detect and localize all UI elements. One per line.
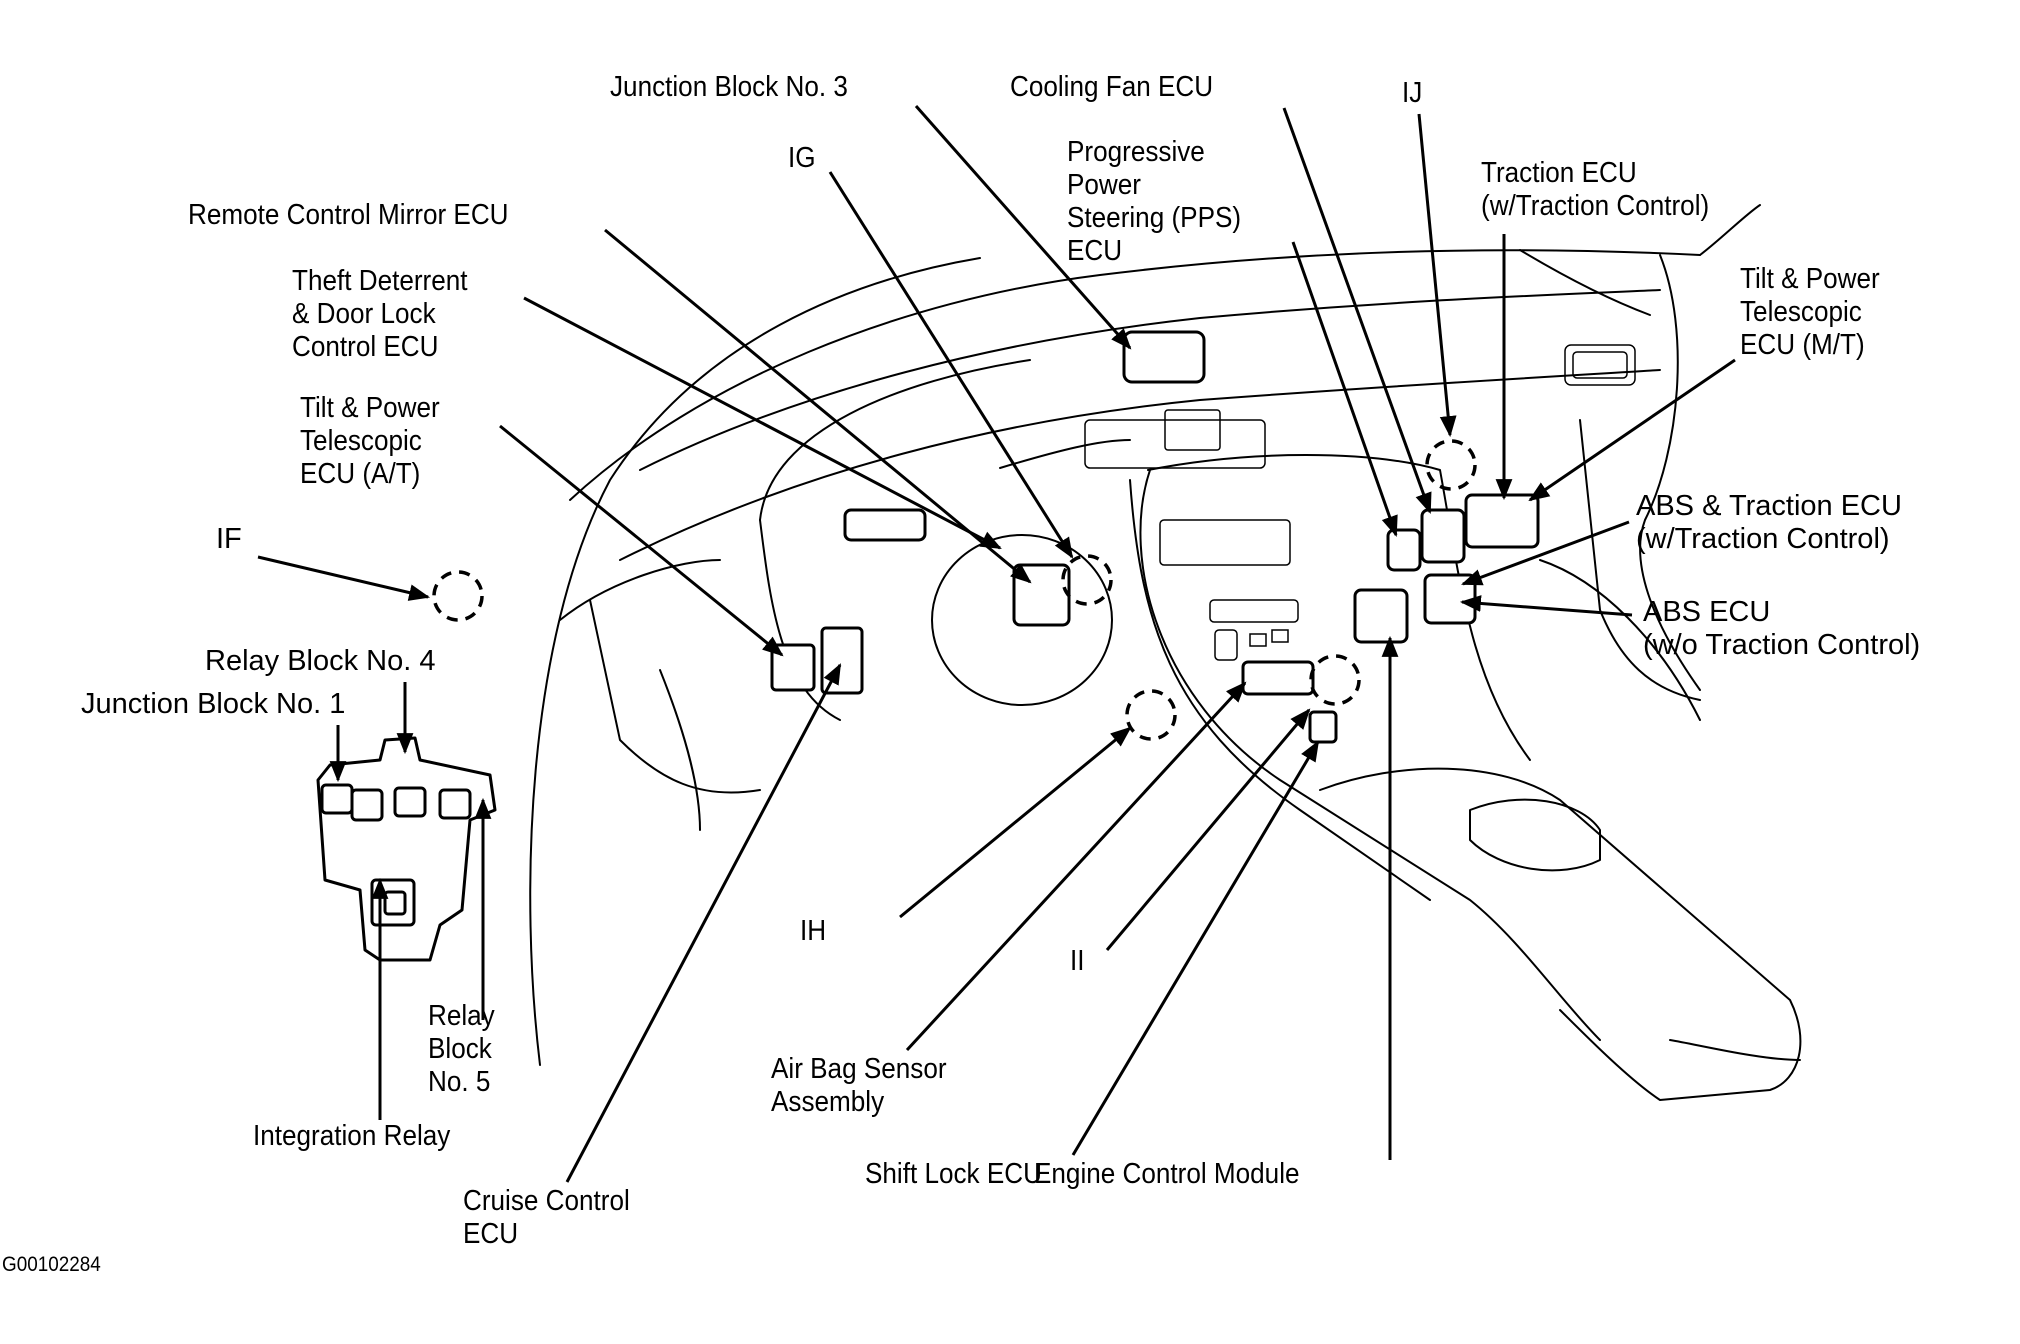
- traction-ecu-box: [1464, 493, 1540, 549]
- connector-ij-circle: [1425, 439, 1477, 491]
- label-air-bag-sensor: Air Bag Sensor Assembly: [771, 1053, 947, 1118]
- cooling-fan-ecu-box: [1420, 508, 1466, 564]
- leader-abs-traction-ecu: [1461, 520, 1630, 586]
- label-integration-relay: Integration Relay: [253, 1120, 451, 1152]
- label-engine-control-module: Engine Control Module: [1034, 1158, 1300, 1190]
- label-cruise-control-ecu: Cruise Control ECU: [463, 1185, 630, 1250]
- label-ih: IH: [800, 915, 827, 947]
- label-cooling-fan-ecu: Cooling Fan ECU: [1010, 71, 1214, 103]
- label-if: IF: [216, 523, 242, 555]
- leader-remote-mirror-ecu: [604, 228, 1032, 584]
- leader-lines: [257, 105, 1736, 1183]
- leader-cruise-control-ecu: [565, 663, 842, 1183]
- pps-box: [1386, 528, 1422, 572]
- label-pps-ecu: Progressive Power Steering (PPS) ECU: [1067, 136, 1242, 267]
- label-junction-block-3: Junction Block No. 3: [610, 71, 848, 103]
- label-ij: IJ: [1402, 77, 1423, 109]
- junction-block-assembly: [316, 736, 497, 962]
- label-ii: II: [1070, 945, 1085, 977]
- leader-pps-ecu: [1291, 241, 1398, 537]
- connector-location-circles: [432, 439, 1477, 741]
- air-bag-sensor-box: [1241, 660, 1315, 696]
- leader-shift-lock-ecu: [1071, 740, 1320, 1156]
- label-shift-lock-ecu: Shift Lock ECU: [865, 1158, 1042, 1190]
- label-traction-ecu: Traction ECU (w/Traction Control): [1481, 157, 1710, 222]
- shift-lock-ecu-box: [1308, 710, 1338, 744]
- leader-air-bag-sensor: [905, 681, 1247, 1052]
- connector-ih-circle: [1125, 689, 1177, 741]
- label-ig: IG: [788, 142, 816, 174]
- leader-if: [257, 555, 431, 601]
- label-relay-block-5: Relay Block No. 5: [428, 1000, 495, 1098]
- leader-ig: [828, 171, 1074, 559]
- pps-ecu-box: [1122, 330, 1206, 384]
- leader-ii: [1105, 708, 1311, 951]
- cruise-control-ecu-box: [820, 626, 864, 695]
- leader-junction-block-3: [914, 105, 1132, 350]
- label-relay-block-4: Relay Block No. 4: [205, 645, 436, 677]
- leader-tilt-power-at: [499, 424, 784, 657]
- leader-ij: [1417, 113, 1457, 438]
- leader-abs-ecu: [1459, 595, 1633, 617]
- label-abs-ecu: ABS ECU (w/o Traction Control): [1643, 596, 1921, 661]
- connector-ig-circle: [1061, 554, 1113, 606]
- connector-if-circle: [432, 570, 484, 622]
- engine-control-module-box: [1353, 588, 1409, 644]
- label-theft-deterrent: Theft Deterrent & Door Lock Control ECU: [292, 265, 468, 363]
- figure-code: G00102284: [2, 1253, 101, 1276]
- cluster-ecu-box: [843, 508, 927, 542]
- leader-theft-deterrent: [523, 296, 1002, 550]
- leader-ih: [899, 726, 1132, 919]
- label-abs-traction-ecu: ABS & Traction ECU (w/Traction Control): [1636, 490, 1902, 555]
- leader-cooling-fan-ecu: [1282, 107, 1432, 514]
- leader-tilt-power-mt: [1528, 358, 1736, 502]
- label-junction-block-1: Junction Block No. 1: [81, 688, 346, 720]
- connector-ii-circle: [1309, 654, 1361, 706]
- label-remote-mirror-ecu: Remote Control Mirror ECU: [188, 199, 509, 231]
- label-tilt-power-mt: Tilt & Power Telescopic ECU (M/T): [1740, 263, 1880, 361]
- label-tilt-power-at: Tilt & Power Telescopic ECU (A/T): [300, 392, 440, 490]
